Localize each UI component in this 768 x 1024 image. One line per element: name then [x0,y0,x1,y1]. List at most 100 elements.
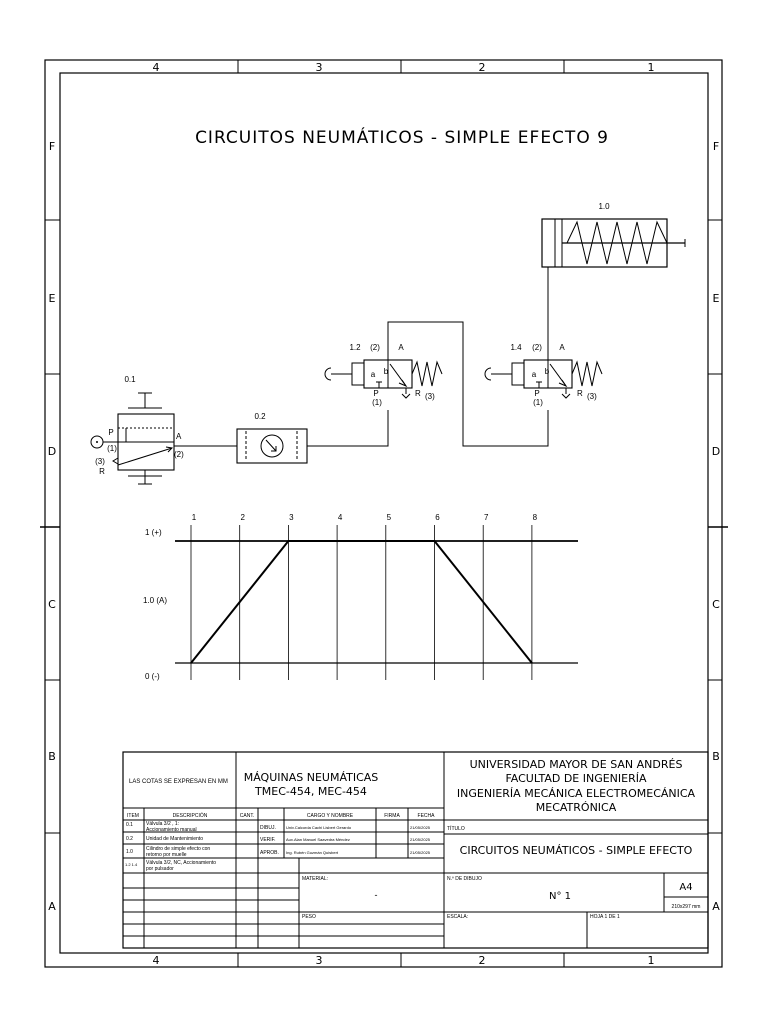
item-id: 0.2 [126,836,133,842]
col-label: 4 [153,61,160,74]
valve-id: 1.2 [349,343,361,352]
port-label: A [559,343,565,352]
cylinder-id: 1.0 [598,202,610,211]
course-name: MÁQUINAS NEUMÁTICAS [244,771,379,784]
row-labels-left: F E D C B A [48,140,56,913]
col-label: 1 [648,954,655,967]
row-label: E [49,292,56,305]
chart-y-label: 1.0 (A) [143,596,167,605]
university-name: UNIVERSIDAD MAYOR DE SAN ANDRÉS [470,758,683,771]
material-label: MATERIAL: [302,876,328,882]
port-number: (3) [587,392,597,401]
row-label: F [49,140,55,153]
valve-id: 1.4 [510,343,522,352]
header-firma: FIRMA [384,813,400,819]
row-label: C [712,598,720,611]
person-name: Univ.Calcorda Cachi Lisbert Gerardo [286,825,352,830]
drawing-title: CIRCUITOS NEUMÁTICOS - SIMPLE EFECTO 9 [195,126,609,148]
header-descripcion: DESCRIPCIÓN [173,812,208,819]
item-desc: Válvula 3/2 , 1: [146,821,179,827]
row-label: A [712,900,720,913]
sheet-frame [40,59,728,968]
program-name: MECATRÓNICA [536,801,617,814]
maintenance-unit-0-2: 0.2 [236,412,308,464]
port-number: (2) [532,343,542,352]
titulo-label: TÍTULO [447,825,465,832]
port-label: A [398,343,404,352]
course-code: TMEC-454, MEC-454 [254,785,367,798]
row-label: D [48,445,56,458]
chart-step-label: 5 [387,513,392,522]
port-p: P [534,389,539,398]
item-id: 0.1 [126,822,133,828]
column-labels-bottom: 4 3 2 1 [153,954,655,967]
chart-step-label: 7 [484,513,489,522]
department-name: INGENIERÍA MECÁNICA ELECTROMECÁNICA [457,787,696,800]
port-number: (2) [370,343,380,352]
chart-step-label: 8 [533,513,538,522]
paper-size: 210x297 mm [672,904,701,910]
role: VERIF. [260,837,276,843]
valve-0-1: 0.1 P (1) A (2) (3) R [90,375,184,485]
col-label: 3 [316,61,323,74]
header-cant: CANT. [240,813,254,819]
valve-1-4: 1.4 (2) A a b P (1) R (3) [484,343,603,407]
item-desc: Válvula 3/2, NC, Accionamiento [146,860,216,866]
chart-y-label: 1 (+) [145,528,162,537]
role: DIBUJ. [260,825,276,831]
escala-label: ESCALA: [447,914,468,920]
box-a: a [532,370,537,379]
port-number: (1) [107,444,117,453]
header-cargo: CARGO Y NOMBRE [307,813,354,819]
row-label: A [48,900,56,913]
date: 21/05/2025 [410,850,431,855]
box-a: a [371,370,376,379]
cylinder-1-0: 1.0 [541,202,686,268]
header-item: ITEM [127,813,139,819]
box-b: b [545,367,550,376]
valve-1-2: 1.2 (2) A a b P (1) R (3) [324,343,443,407]
chart-series-line [190,540,533,664]
header-fecha: FECHA [418,813,436,819]
units-note: LAS COTAS SE EXPRESAN EN MM [129,779,228,785]
paper-format: A4 [679,882,692,893]
port-p: P [108,428,113,437]
col-label: 3 [316,954,323,967]
row-label: E [713,292,720,305]
row-label: F [713,140,719,153]
port-r: R [577,389,583,398]
item-desc: Unidad de Mantenimiento [146,836,203,842]
col-label: 2 [479,61,486,74]
port-p: P [373,389,378,398]
chart-step-label: 4 [338,513,343,522]
chart-step-label: 2 [240,513,245,522]
title-block: LAS COTAS SE EXPRESAN EN MM MÁQUINAS NEU… [122,751,709,949]
item-id: 1.0 [126,849,133,855]
person-name: Ing. Rubén Guzmán Quisbert [286,850,339,855]
item-desc: por pulsador [146,866,174,872]
unit-id: 0.2 [254,412,266,421]
valve-id: 0.1 [124,375,136,384]
chart-step-label: 3 [289,513,294,522]
row-label: D [712,445,720,458]
material-value: - [375,890,378,900]
row-label: B [48,750,56,763]
air-lines [174,267,549,447]
port-number: (3) [425,392,435,401]
chart-step-label: 6 [435,513,440,522]
role: APROB. [260,850,279,856]
person-name: Aux.Alan Manuel Saavedra Méndez [286,837,350,842]
port-r: R [99,467,105,476]
hoja-label: HOJA 1 DE 1 [590,914,620,920]
date: 21/05/2025 [410,837,431,842]
port-number: (2) [174,450,184,459]
chart-step-label: 1 [192,513,197,522]
faculty-name: FACULTAD DE INGENIERÍA [505,772,647,785]
item-desc: Cilindro de simple efecto con [146,846,210,852]
date: 21/05/2025 [410,825,431,830]
column-labels-top: 4 3 2 1 [153,61,655,74]
col-label: 2 [479,954,486,967]
port-number: (1) [533,398,543,407]
